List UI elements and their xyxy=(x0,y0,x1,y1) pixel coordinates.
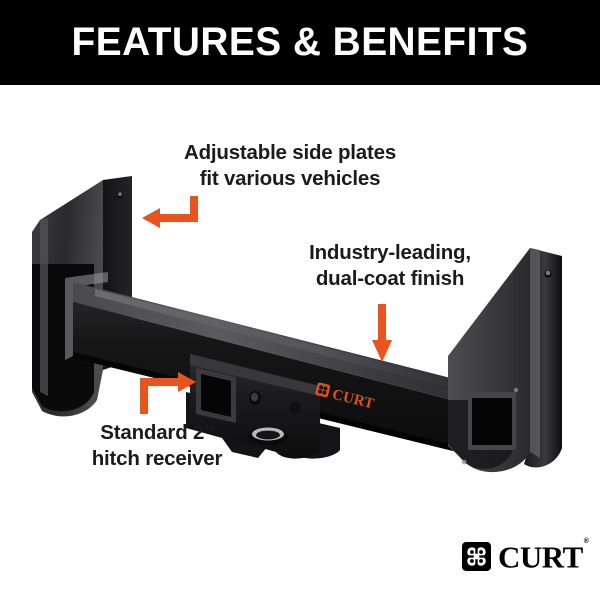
callout-line-1: Standard 2" xyxy=(100,421,214,444)
callout-adjustable-side-plates: Adjustable side plates fit various vehic… xyxy=(148,140,432,192)
header-banner: FEATURES & BENEFITS xyxy=(0,0,600,85)
callout-line-1: Adjustable side plates xyxy=(183,141,397,164)
brand-logo: CURT® xyxy=(462,538,589,573)
callout-dual-coat-finish: Industry-leading, dual-coat finish xyxy=(284,240,496,292)
callout-standard-hitch-receiver: Standard 2" hitch receiver xyxy=(54,420,260,472)
callout-line-2: hitch receiver xyxy=(91,447,223,471)
callout-line-1: Industry-leading, xyxy=(309,241,471,264)
page-title: FEATURES & BENEFITS xyxy=(71,20,529,64)
right-side-plate xyxy=(448,248,562,473)
registered-trademark-mark: ® xyxy=(583,538,589,546)
product-image-trailer-hitch: CURT xyxy=(32,176,562,473)
curt-clover-icon xyxy=(462,541,491,571)
callout-line-2: fit various vehicles xyxy=(199,167,381,191)
callout-line-2: dual-coat finish xyxy=(315,267,465,291)
right-tube-opening xyxy=(468,392,516,450)
receiver-tube-opening xyxy=(196,368,236,423)
brand-wordmark-text: CURT xyxy=(498,539,583,575)
brand-wordmark-container: CURT® xyxy=(498,538,589,572)
hitch-receiver-assembly xyxy=(186,354,340,459)
